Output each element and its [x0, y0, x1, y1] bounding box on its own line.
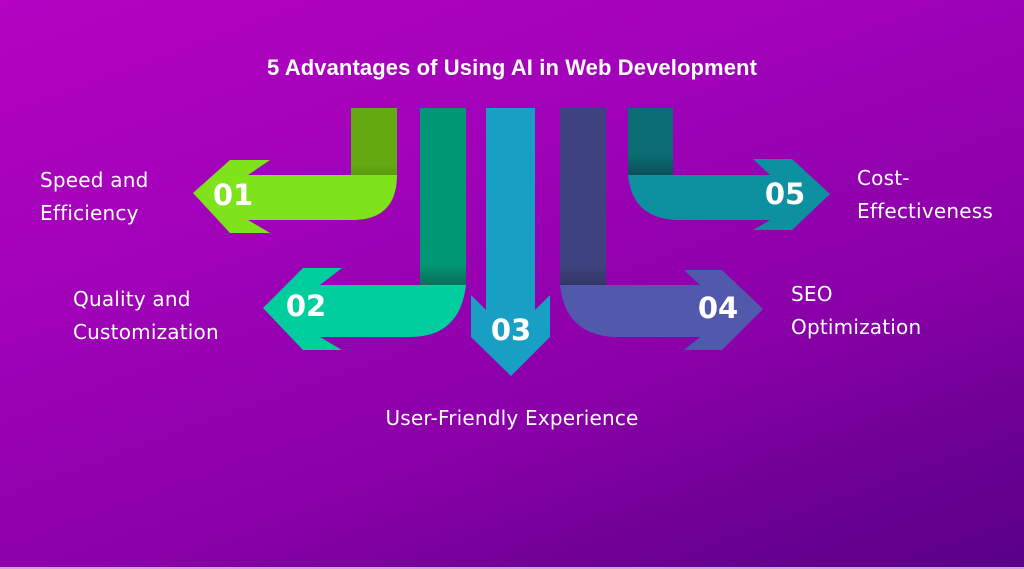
arrow-02-band — [263, 268, 466, 350]
label-speed-efficiency: Speed and Efficiency — [40, 164, 148, 230]
arrow-05-number: 05 — [765, 177, 805, 211]
bottom-edge — [0, 567, 1024, 569]
label-01-line2: Efficiency — [40, 201, 139, 225]
arrow-05: 05 — [628, 108, 830, 230]
label-cost-effectiveness: Cost- Effectiveness — [857, 162, 993, 228]
arrow-02-number: 02 — [286, 289, 326, 323]
label-05-line2: Effectiveness — [857, 199, 993, 223]
arrow-01-stem — [351, 108, 397, 175]
arrow-01: 01 — [193, 108, 397, 233]
arrow-01-number: 01 — [213, 178, 253, 212]
arrow-01-curve — [352, 175, 397, 220]
arrow-03-body — [471, 108, 550, 376]
label-user-friendly: User-Friendly Experience — [0, 402, 1024, 435]
arrow-03-number: 03 — [491, 313, 531, 347]
arrow-04-number: 04 — [698, 291, 738, 325]
label-04-line1: SEO — [791, 282, 833, 306]
arrow-04-band — [560, 270, 763, 350]
arrow-04-stem — [560, 108, 606, 285]
arrow-05-band — [628, 159, 830, 230]
arrow-03: 03 — [471, 108, 550, 376]
label-quality-customization: Quality and Customization — [73, 283, 219, 349]
label-02-line2: Customization — [73, 320, 219, 344]
label-02-line1: Quality and — [73, 287, 191, 311]
arrow-01-band — [193, 160, 397, 233]
arrow-02-stem — [420, 108, 466, 285]
label-05-line1: Cost- — [857, 166, 910, 190]
label-seo-optimization: SEO Optimization — [791, 278, 921, 344]
label-04-line2: Optimization — [791, 315, 922, 339]
infographic-title: 5 Advantages of Using AI in Web Developm… — [266, 55, 757, 80]
arrow-02: 02 — [263, 108, 466, 350]
label-03-line1: User-Friendly Experience — [385, 406, 639, 430]
arrow-04: 04 — [560, 108, 763, 350]
label-01-line1: Speed and — [40, 168, 149, 192]
arrow-05-stem — [628, 108, 673, 175]
